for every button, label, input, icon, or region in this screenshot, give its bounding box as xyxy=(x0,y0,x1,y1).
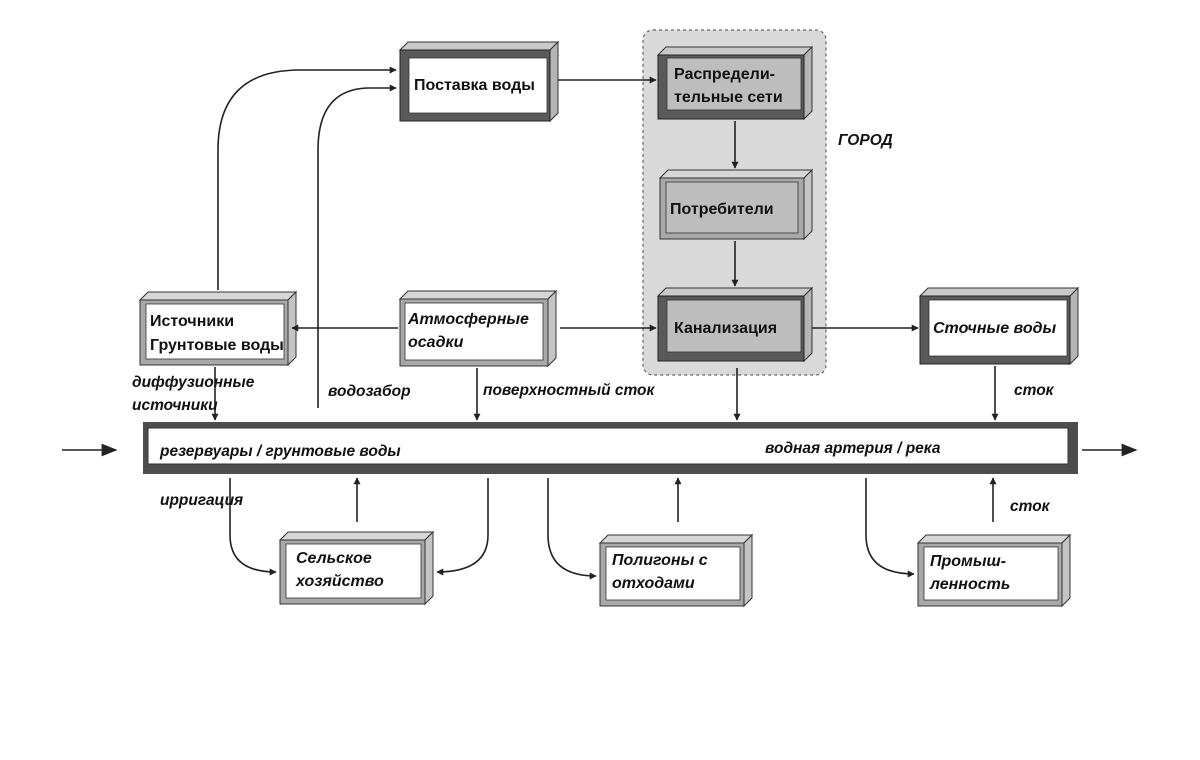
sewerage-box: Канализация xyxy=(656,286,814,363)
water-supply-box: Поставка воды xyxy=(398,40,560,123)
runoff-top-label: сток xyxy=(1014,382,1055,399)
arrow-river-to-landfills xyxy=(547,478,597,580)
landfills-box: Полигоны с отходами xyxy=(598,533,754,608)
precipitation-box: Атмосферные осадки xyxy=(398,289,558,368)
industry-label-2: ленность xyxy=(929,576,1010,593)
arrow-river-to-agriculture xyxy=(436,478,489,576)
surface-runoff-label: поверхностный сток xyxy=(483,382,656,399)
diffuse-sources-label-1: диффузионные xyxy=(132,374,255,391)
water-intake-label: водозабор xyxy=(328,383,411,400)
consumers-label: Потребители xyxy=(670,201,774,218)
consumers-box: Потребители xyxy=(658,168,814,241)
distribution-networks-box: Распредели- тельные сети xyxy=(656,45,814,121)
wastewater-box: Сточные воды xyxy=(918,286,1080,366)
city-label: ГОРОД xyxy=(838,132,893,149)
distribution-label-2: тельные сети xyxy=(674,89,783,106)
sewerage-label: Канализация xyxy=(674,320,777,337)
agriculture-label-1: Сельское xyxy=(296,550,372,567)
distribution-label-1: Распредели- xyxy=(674,66,775,83)
precipitation-label-2: осадки xyxy=(408,334,464,351)
diffuse-sources-label-2: источники xyxy=(132,397,218,414)
river-label: водная артерия / река xyxy=(765,440,941,457)
flow-arrows xyxy=(211,66,999,580)
agriculture-box: Сельское хозяйство xyxy=(278,530,435,606)
agriculture-label-2: хозяйство xyxy=(295,573,384,590)
reservoirs-label: резервуары / грунтовые воды xyxy=(159,443,401,460)
sources-label-2: Грунтовые воды xyxy=(150,337,284,354)
landfills-label-2: отходами xyxy=(612,575,695,592)
arrow-irrigation xyxy=(229,478,277,576)
river-bar: резервуары / грунтовые воды водная артер… xyxy=(143,422,1078,474)
industry-label-1: Промыш- xyxy=(930,553,1006,570)
sources-label-1: Источники xyxy=(150,313,234,330)
landfills-label-1: Полигоны с xyxy=(612,552,708,569)
arrow-sources-to-supply xyxy=(217,66,397,290)
wastewater-label: Сточные воды xyxy=(933,320,1056,337)
runoff-bottom-label: сток xyxy=(1010,498,1051,515)
sources-groundwater-box: Источники Грунтовые воды xyxy=(138,290,298,367)
precipitation-label-1: Атмосферные xyxy=(407,311,529,328)
arrow-river-to-industry xyxy=(865,478,915,578)
water-supply-label: Поставка воды xyxy=(414,77,535,94)
arrow-intake-to-supply xyxy=(317,84,397,408)
industry-box: Промыш- ленность xyxy=(916,533,1072,608)
irrigation-label: ирригация xyxy=(160,492,243,509)
